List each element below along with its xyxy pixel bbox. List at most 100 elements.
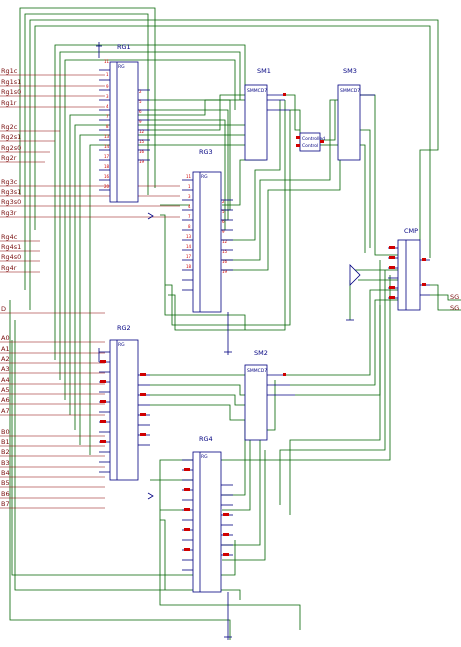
rg2-body	[109, 339, 139, 481]
svg-text:8: 8	[188, 224, 191, 229]
input-label: A0	[1, 334, 10, 342]
rg1-register: RG1 RG 11 1 9 3 4 7 8 13 14 17 18 16 20 …	[96, 42, 150, 203]
input-label: B7	[1, 500, 10, 508]
input-label: B5	[1, 479, 10, 487]
svg-text:4: 4	[188, 204, 191, 209]
output-label: SG	[450, 304, 459, 312]
input-label: A7	[1, 407, 10, 415]
rg4-label: RG4	[199, 435, 213, 443]
input-label: Rg3r	[1, 209, 17, 217]
svg-text:4: 4	[106, 104, 109, 109]
rg4-body	[192, 451, 222, 593]
input-label: B2	[1, 448, 10, 456]
input-label: Rg1s0	[1, 88, 21, 96]
input-label: B4	[1, 469, 10, 477]
input-label: Rg4r	[1, 264, 17, 272]
sm1-type: SMMCD7	[247, 88, 267, 94]
svg-text:7: 7	[106, 114, 109, 119]
input-label: Rg4c	[1, 233, 18, 241]
svg-text:3: 3	[188, 194, 191, 199]
svg-text:17: 17	[104, 154, 110, 159]
svg-text:9: 9	[222, 229, 225, 234]
rg1-label: RG1	[117, 43, 131, 51]
input-label: B1	[1, 438, 10, 446]
svg-text:5: 5	[222, 209, 225, 214]
input-label: D	[1, 305, 6, 313]
cmp-label: CMP	[404, 227, 418, 235]
buffer-icon	[349, 264, 361, 286]
svg-text:9: 9	[139, 119, 142, 124]
rg3-register: RG3 RG 11 1 3 4 7 8 13 14 17 18 2 5 6 9 …	[147, 148, 233, 355]
svg-text:1: 1	[188, 184, 191, 189]
sm3-type: SMMCD7	[340, 88, 360, 94]
svg-text:18: 18	[186, 264, 192, 269]
input-label: Rg2s1	[1, 133, 21, 141]
output-labels: SG SG	[450, 293, 459, 312]
svg-text:16: 16	[222, 259, 228, 264]
svg-text:12: 12	[222, 239, 228, 244]
input-label: Rg3c	[1, 178, 18, 186]
svg-text:16: 16	[139, 149, 145, 154]
svg-text:7: 7	[188, 214, 191, 219]
control-block: Controlled Control	[296, 132, 325, 152]
sm1-body	[244, 84, 268, 161]
sm2-label: SM2	[254, 349, 268, 357]
svg-text:14: 14	[104, 144, 110, 149]
input-label: Rg2s0	[1, 144, 21, 152]
svg-text:14: 14	[186, 244, 192, 249]
rg2-type: RG	[118, 342, 125, 348]
svg-text:20: 20	[104, 184, 110, 189]
input-label: A1	[1, 345, 10, 353]
svg-text:18: 18	[104, 164, 110, 169]
sm3-adder: SM3 SMMCD7	[337, 67, 375, 161]
svg-text:13: 13	[186, 234, 192, 239]
svg-text:2: 2	[139, 89, 142, 94]
sm2-type: SMMCD7	[247, 368, 267, 374]
svg-text:5: 5	[139, 99, 142, 104]
svg-text:1: 1	[106, 72, 109, 77]
svg-text:19: 19	[222, 269, 228, 274]
rg2-register: RG2 RG	[98, 324, 150, 481]
rg4-type: RG	[201, 454, 208, 460]
svg-text:15: 15	[222, 249, 228, 254]
input-label: A2	[1, 355, 10, 363]
svg-text:11: 11	[104, 59, 110, 64]
svg-text:9: 9	[106, 84, 109, 89]
sm2-body	[244, 364, 268, 441]
rg1-body	[109, 61, 139, 203]
rg2-label: RG2	[117, 324, 131, 332]
cmp-body	[397, 239, 421, 311]
input-label: Rg1s1	[1, 78, 21, 86]
svg-text:8: 8	[106, 124, 109, 129]
routing-wires	[9, 7, 461, 640]
input-label: A5	[1, 386, 10, 394]
sm2-adder: SM2 SMMCD7	[244, 349, 295, 441]
input-label: Rg3s1	[1, 188, 21, 196]
input-label: A6	[1, 396, 10, 404]
input-label: B6	[1, 490, 10, 498]
svg-text:12: 12	[139, 129, 145, 134]
svg-text:16: 16	[104, 174, 110, 179]
rg3-label: RG3	[199, 148, 213, 156]
cmp-comparator: CMP	[346, 227, 430, 321]
svg-text:17: 17	[186, 254, 192, 259]
input-label: Rg1c	[1, 67, 18, 75]
input-wires	[0, 74, 180, 314]
svg-text:6: 6	[222, 219, 225, 224]
svg-text:11: 11	[186, 174, 192, 179]
svg-text:19: 19	[139, 159, 145, 164]
rg3-type: RG	[201, 174, 208, 180]
output-label: SG	[450, 293, 459, 301]
ab-input-wires	[0, 341, 105, 509]
input-label: B0	[1, 428, 10, 436]
svg-text:13: 13	[104, 134, 110, 139]
input-labels: Rg1c Rg1s1 Rg1s0 Rg1r Rg2c Rg2s1 Rg2s0 R…	[1, 67, 21, 508]
rg3-body	[192, 171, 222, 313]
sm1-adder: SM1 SMMCD7	[244, 67, 290, 161]
svg-text:2: 2	[222, 199, 225, 204]
input-label: Rg4s1	[1, 243, 21, 251]
input-label: B3	[1, 459, 10, 467]
input-label: Rg1r	[1, 99, 17, 107]
sm1-label: SM1	[257, 67, 271, 75]
